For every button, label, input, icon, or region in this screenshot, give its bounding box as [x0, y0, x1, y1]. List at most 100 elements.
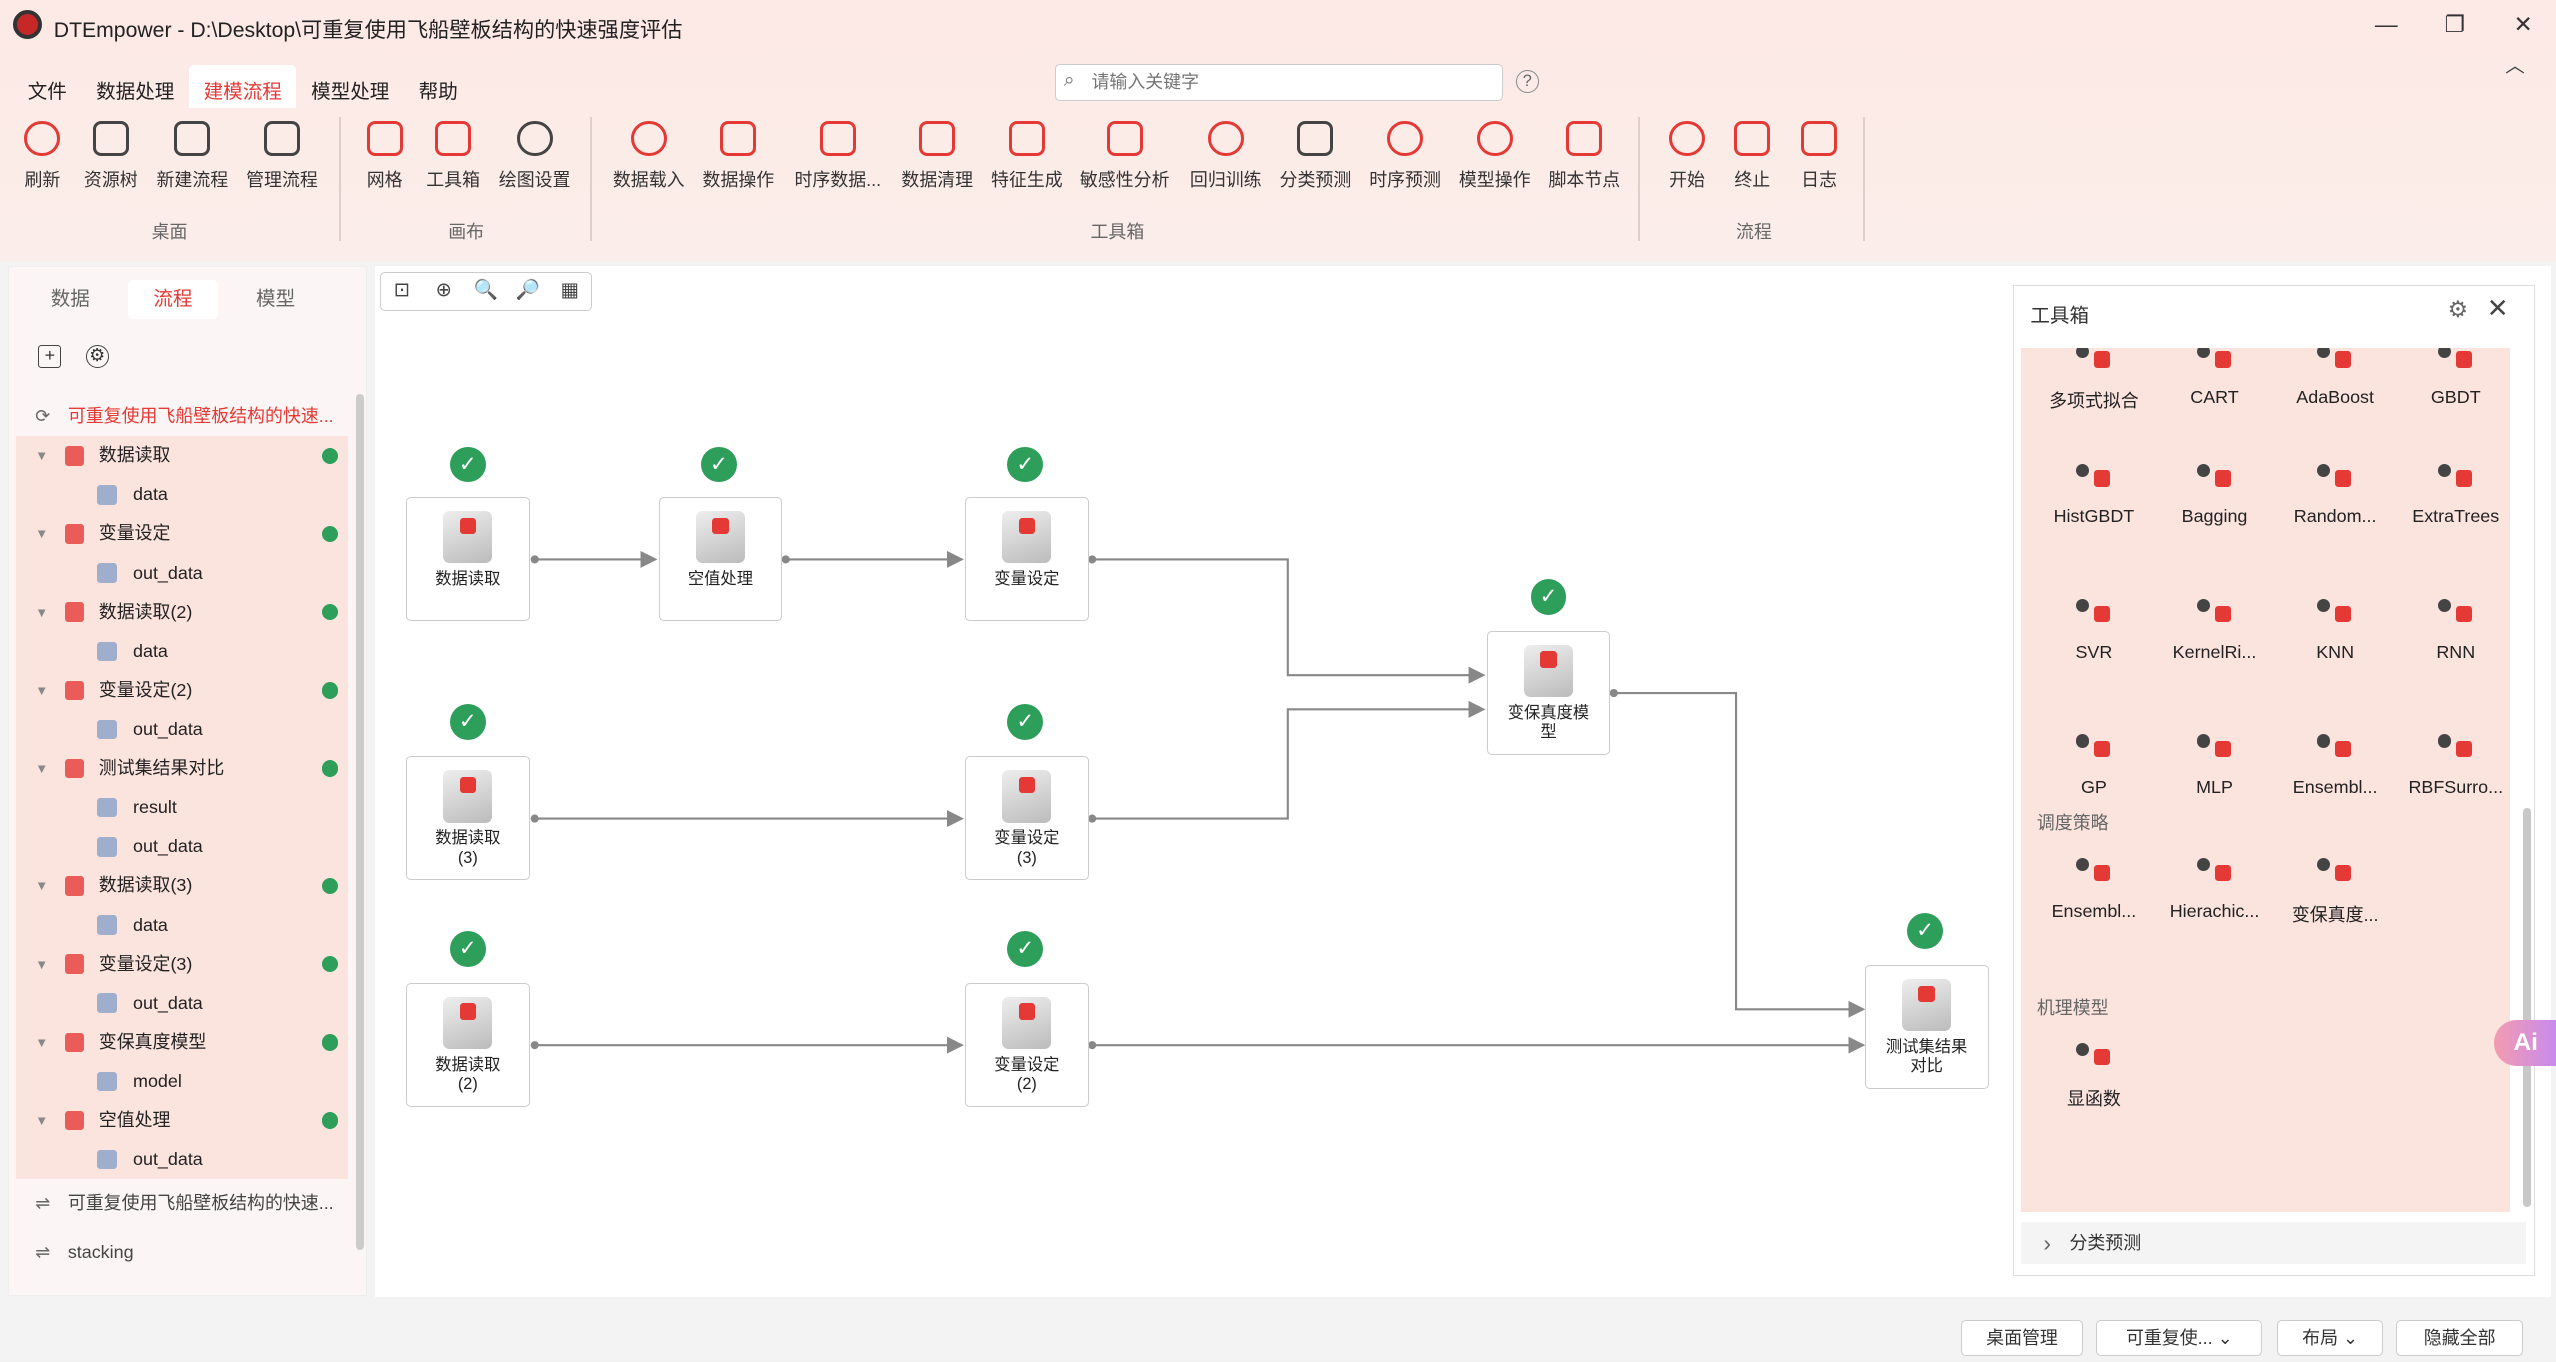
tree-output-item[interactable]: out_data [16, 984, 349, 1023]
tab-flow[interactable]: 流程 [128, 279, 218, 319]
script-node-button[interactable]: 脚本节点 [1539, 120, 1630, 193]
model-operation-button[interactable]: 模型操作 [1449, 120, 1540, 193]
classification-button[interactable]: 分类预测 [1270, 120, 1361, 193]
caret-down-icon[interactable]: ▼ [35, 448, 49, 464]
data-operation-button[interactable]: 数据操作 [693, 120, 784, 193]
tree-node-item[interactable]: ▼变量设定(3) [16, 945, 349, 984]
node-null-handling[interactable]: 空值处理 [658, 497, 783, 622]
tree-node-item[interactable]: ▼变量设定 [16, 514, 349, 553]
tree-flow-title[interactable]: 可重复使用飞船壁板结构的快速... [16, 397, 349, 436]
ai-assistant-button[interactable]: Ai [2493, 1020, 2556, 1066]
sensitivity-analysis-button[interactable]: 敏感性分析 [1076, 120, 1174, 193]
node-test-result-compare[interactable]: 测试集结果 对比 [1864, 964, 1989, 1089]
tree-node-item[interactable]: ▼变保真度模型 [16, 1023, 349, 1062]
draw-settings-button[interactable]: 绘图设置 [489, 120, 580, 193]
node-variable-setting[interactable]: 变量设定 [964, 497, 1089, 622]
gear-icon[interactable]: ⚙ [85, 344, 109, 368]
tree-output-item[interactable]: data [16, 906, 349, 945]
tool-rnn[interactable]: RNN [2399, 589, 2510, 662]
tool-ensemble-schedule[interactable]: Ensembl... [2037, 849, 2151, 922]
gear-icon[interactable]: ⚙ [2447, 296, 2469, 323]
close-button[interactable]: ✕ [2513, 10, 2533, 37]
tool-explicit-function[interactable]: 显函数 [2037, 1033, 2151, 1111]
tool-mlp[interactable]: MLP [2157, 725, 2271, 798]
tool-gp[interactable]: GP [2037, 725, 2151, 798]
minimize-button[interactable]: — [2374, 10, 2398, 37]
tree-node-item[interactable]: ▼数据读取 [16, 436, 349, 475]
tree-output-item[interactable]: out_data [16, 827, 349, 866]
caret-down-icon[interactable]: ▼ [35, 526, 49, 542]
tree-output-item[interactable]: out_data [16, 554, 349, 593]
node-data-read-3[interactable]: 数据读取 (3) [405, 756, 530, 881]
node-data-read-2[interactable]: 数据读取 (2) [405, 982, 530, 1107]
tool-knn[interactable]: KNN [2278, 589, 2392, 662]
node-multi-fidelity-model[interactable]: 变保真度模 型 [1486, 630, 1611, 755]
data-clean-button[interactable]: 数据清理 [892, 120, 983, 193]
new-flow-button[interactable]: 新建流程 [147, 120, 238, 193]
caret-down-icon[interactable]: ▼ [35, 878, 49, 894]
tree-flow-item[interactable]: 可重复使用飞船壁板结构的快速... [16, 1179, 349, 1228]
resource-tree-button[interactable]: 资源树 [65, 120, 156, 193]
search-input[interactable] [1091, 67, 1483, 98]
log-button[interactable]: 日志 [1773, 120, 1864, 193]
grid-button[interactable]: 网格 [339, 120, 430, 193]
tool-histgbdt[interactable]: HistGBDT [2037, 454, 2151, 527]
scrollbar[interactable] [2522, 807, 2531, 1208]
tree-output-item[interactable]: out_data [16, 710, 349, 749]
tree-node-item[interactable]: ▼空值处理 [16, 1101, 349, 1140]
refresh-button[interactable]: 刷新 [0, 120, 88, 193]
tool-kernel-ridge[interactable]: KernelRi... [2157, 589, 2271, 662]
data-load-button[interactable]: 数据载入 [603, 120, 694, 193]
tool-extratrees[interactable]: ExtraTrees [2399, 454, 2510, 527]
collapse-ribbon-icon[interactable]: ︿ [2505, 54, 2525, 77]
node-variable-setting-3[interactable]: 变量设定 (3) [964, 756, 1089, 881]
node-data-read[interactable]: 数据读取 [405, 497, 530, 622]
tool-ensemble-rbf[interactable]: Ensembl... [2278, 725, 2392, 798]
tool-bagging[interactable]: Bagging [2157, 454, 2271, 527]
flow-select-dropdown[interactable]: 可重复使... ⌄ [2096, 1320, 2263, 1357]
tree-node-item[interactable]: ▼变量设定(2) [16, 671, 349, 710]
tree-node-item[interactable]: ▼数据读取(2) [16, 593, 349, 632]
hide-all-button[interactable]: 隐藏全部 [2396, 1320, 2524, 1357]
desktop-manage-button[interactable]: 桌面管理 [1960, 1320, 2084, 1357]
add-icon[interactable]: + [38, 344, 62, 368]
caret-down-icon[interactable]: ▼ [35, 682, 49, 698]
grid-toggle-icon[interactable]: ▦ [560, 279, 579, 302]
tool-polynomial-fit[interactable]: 多项式拟合 [2037, 348, 2151, 413]
tool-random-forest[interactable]: Random... [2278, 454, 2392, 527]
search-box[interactable]: ⌕ [1054, 63, 1503, 102]
tool-multi-fidelity[interactable]: 变保真度... [2278, 849, 2392, 927]
menu-model-processing[interactable]: 模型处理 [311, 80, 390, 103]
scrollbar[interactable] [356, 393, 365, 1250]
menu-modeling-flow[interactable]: 建模流程 [188, 65, 297, 108]
stop-button[interactable]: 终止 [1707, 120, 1798, 193]
tree-output-item[interactable]: result [16, 788, 349, 827]
caret-down-icon[interactable]: ▼ [35, 1034, 49, 1050]
tree-output-item[interactable]: data [16, 632, 349, 671]
zoom-in-icon[interactable]: 🔍 [473, 279, 498, 302]
tree-output-item[interactable]: data [16, 475, 349, 514]
center-icon[interactable]: ⊕ [435, 279, 452, 302]
tree-flow-item[interactable]: stacking [16, 1228, 349, 1277]
tool-hierarchical[interactable]: Hierachic... [2157, 849, 2271, 922]
tab-model[interactable]: 模型 [256, 287, 296, 310]
tool-gbdt[interactable]: GBDT [2399, 348, 2510, 408]
tool-cart[interactable]: CART [2157, 348, 2271, 408]
zoom-out-icon[interactable]: 🔎 [515, 279, 540, 302]
caret-down-icon[interactable]: ▼ [35, 604, 49, 620]
manage-flow-button[interactable]: 管理流程 [236, 120, 327, 193]
tab-data[interactable]: 数据 [50, 287, 90, 310]
menu-file[interactable]: 文件 [27, 80, 67, 103]
close-icon[interactable]: ✕ [2486, 292, 2509, 323]
timeseries-data-button[interactable]: 时序数据... [791, 120, 886, 193]
tool-adaboost[interactable]: AdaBoost [2278, 348, 2392, 408]
start-button[interactable]: 开始 [1641, 120, 1732, 193]
maximize-button[interactable]: ❐ [2444, 10, 2465, 37]
timeseries-prediction-button[interactable]: 时序预测 [1359, 120, 1450, 193]
caret-down-icon[interactable]: ▼ [35, 1113, 49, 1129]
tree-output-item[interactable]: model [16, 1062, 349, 1101]
layout-dropdown[interactable]: 布局 ⌄ [2277, 1320, 2384, 1357]
fit-view-icon[interactable]: ⊡ [393, 279, 410, 302]
caret-down-icon[interactable]: ▼ [35, 761, 49, 777]
toolbox-category-classification[interactable]: 分类预测 [2020, 1221, 2526, 1265]
